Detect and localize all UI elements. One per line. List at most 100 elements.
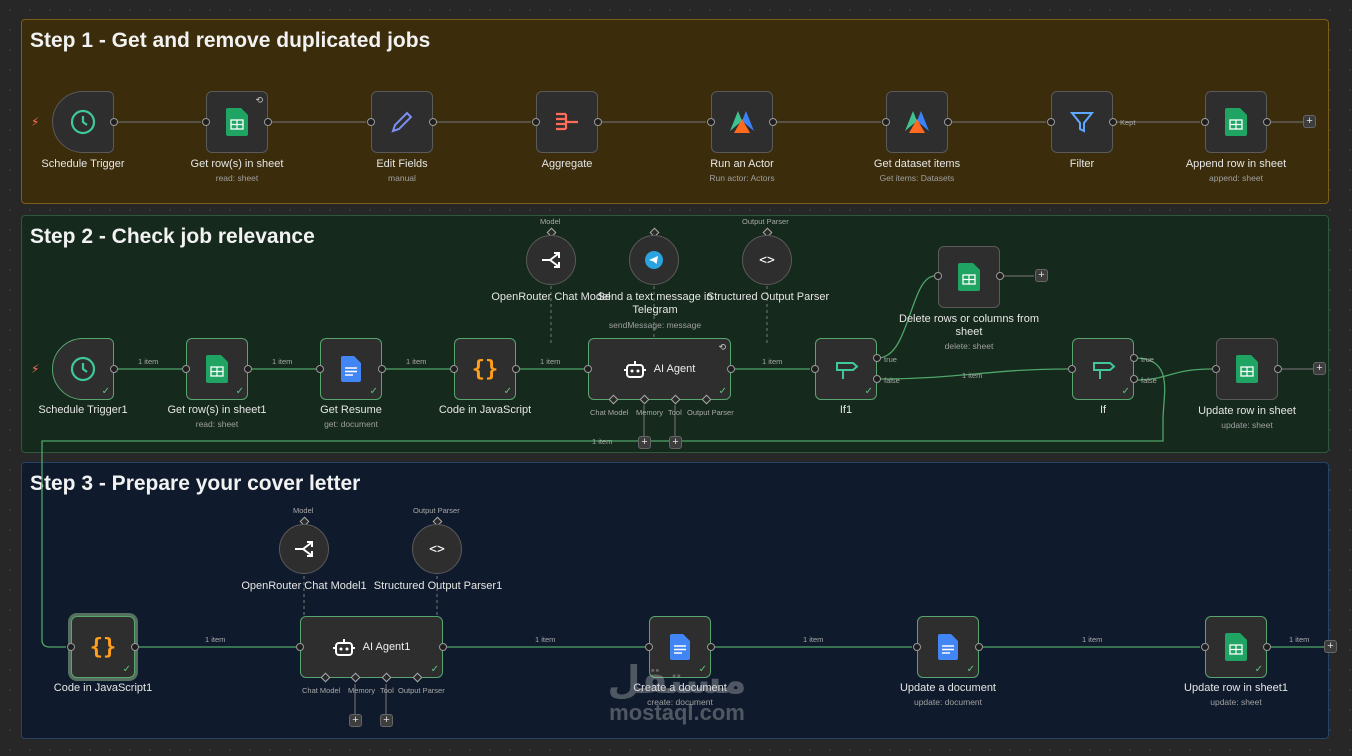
telegram-icon — [645, 251, 663, 269]
node-if[interactable]: ✓ — [1072, 338, 1134, 400]
add-tool-button[interactable]: + — [380, 714, 393, 727]
node-update-row[interactable] — [1216, 338, 1278, 400]
node-openrouter-chat-model1[interactable] — [279, 524, 329, 574]
output-pin[interactable] — [944, 118, 952, 126]
output-pin[interactable] — [707, 643, 715, 651]
node-delete-rows[interactable] — [938, 246, 1000, 308]
add-memory-button[interactable]: + — [349, 714, 362, 727]
node-update-row-sheet1[interactable]: ✓ — [1205, 616, 1267, 678]
node-get-dataset-items[interactable] — [886, 91, 948, 153]
input-pin[interactable] — [811, 365, 819, 373]
node-append-row[interactable] — [1205, 91, 1267, 153]
input-pin[interactable] — [316, 365, 324, 373]
input-pin[interactable] — [707, 118, 715, 126]
input-pin[interactable] — [882, 118, 890, 126]
output-pin[interactable] — [512, 365, 520, 373]
input-pin[interactable] — [1201, 643, 1209, 651]
node-aggregate[interactable] — [536, 91, 598, 153]
input-pin[interactable] — [450, 365, 458, 373]
true-output-pin[interactable] — [873, 354, 881, 362]
step2-title: Step 2 - Check job relevance — [30, 225, 315, 248]
add-tool-button[interactable]: + — [669, 436, 682, 449]
output-pin[interactable] — [975, 643, 983, 651]
input-pin[interactable] — [67, 643, 75, 651]
node-subtitle: update: sheet — [1221, 420, 1273, 430]
output-pin[interactable] — [378, 365, 386, 373]
node-get-rows[interactable]: ⟲ — [206, 91, 268, 153]
add-node-button[interactable]: + — [1324, 640, 1337, 653]
add-memory-button[interactable]: + — [638, 436, 651, 449]
true-output-pin[interactable] — [1130, 354, 1138, 362]
node-schedule-trigger1[interactable]: ✓ — [52, 338, 114, 400]
output-pin[interactable] — [131, 643, 139, 651]
node-if1[interactable]: ✓ — [815, 338, 877, 400]
sticky-note-step3[interactable]: Step 3 - Prepare your cover letter — [21, 462, 1329, 739]
refresh-icon: ⟲ — [255, 95, 263, 105]
trigger-bolt-icon: ⚡ — [31, 362, 40, 376]
output-pin[interactable] — [1109, 118, 1117, 126]
input-pin[interactable] — [296, 643, 304, 651]
output-pin[interactable] — [110, 365, 118, 373]
filter-kept-label: Kept — [1120, 118, 1136, 127]
node-label: Get row(s) in sheet — [190, 158, 284, 170]
output-pin[interactable] — [244, 365, 252, 373]
node-update-document[interactable]: ✓ — [917, 616, 979, 678]
node-subtitle: manual — [388, 173, 416, 183]
node-schedule-trigger[interactable] — [52, 91, 114, 153]
add-node-button[interactable]: + — [1035, 269, 1048, 282]
google-sheets-icon — [1225, 633, 1247, 661]
output-pin[interactable] — [439, 643, 447, 651]
node-label: Delete rows or columns from sheet — [899, 313, 1039, 338]
item-count: 1 item — [1289, 635, 1310, 644]
output-pin[interactable] — [1263, 643, 1271, 651]
add-node-button[interactable]: + — [1313, 362, 1326, 375]
node-structured-output-parser1[interactable]: <> — [412, 524, 462, 574]
input-pin[interactable] — [645, 643, 653, 651]
node-get-resume[interactable]: ✓ — [320, 338, 382, 400]
node-structured-output-parser[interactable]: <> — [742, 235, 792, 285]
node-get-rows1[interactable]: ✓ — [186, 338, 248, 400]
watermark-url: mostaql.com — [609, 700, 745, 725]
node-code-javascript[interactable]: {} ✓ — [454, 338, 516, 400]
output-pin[interactable] — [110, 118, 118, 126]
chat-model-label: Chat Model — [590, 408, 629, 417]
node-edit-fields[interactable] — [371, 91, 433, 153]
item-count: 1 item — [762, 357, 783, 366]
node-ai-agent[interactable]: AI Agent ⟲ ✓ — [588, 338, 731, 400]
node-ai-agent1[interactable]: AI Agent1 ✓ — [300, 616, 443, 678]
input-pin[interactable] — [202, 118, 210, 126]
node-subtitle: Get items: Datasets — [879, 173, 955, 183]
input-pin[interactable] — [182, 365, 190, 373]
output-pin[interactable] — [727, 365, 735, 373]
node-filter[interactable] — [1051, 91, 1113, 153]
output-pin[interactable] — [264, 118, 272, 126]
false-output-pin[interactable] — [873, 375, 881, 383]
node-label: Send a text message in Telegram — [597, 291, 713, 316]
node-code-javascript1[interactable]: {} ✓ — [71, 616, 135, 678]
node-create-document[interactable]: ✓ — [649, 616, 711, 678]
input-pin[interactable] — [913, 643, 921, 651]
input-pin[interactable] — [1047, 118, 1055, 126]
item-count: 1 item — [1082, 635, 1103, 644]
input-pin[interactable] — [584, 365, 592, 373]
item-count: 1 item — [540, 357, 561, 366]
input-pin[interactable] — [1212, 365, 1220, 373]
add-node-button[interactable]: + — [1303, 115, 1316, 128]
code-tag-icon: <> — [759, 252, 775, 268]
false-output-pin[interactable] — [1130, 375, 1138, 383]
node-telegram[interactable] — [629, 235, 679, 285]
input-pin[interactable] — [367, 118, 375, 126]
input-pin[interactable] — [1201, 118, 1209, 126]
output-pin[interactable] — [429, 118, 437, 126]
output-pin[interactable] — [1263, 118, 1271, 126]
output-pin[interactable] — [1274, 365, 1282, 373]
node-label: Get Resume — [320, 404, 382, 416]
input-pin[interactable] — [1068, 365, 1076, 373]
output-pin[interactable] — [594, 118, 602, 126]
input-pin[interactable] — [532, 118, 540, 126]
node-run-actor[interactable] — [711, 91, 773, 153]
output-pin[interactable] — [996, 272, 1004, 280]
output-pin[interactable] — [769, 118, 777, 126]
node-openrouter-chat-model[interactable] — [526, 235, 576, 285]
input-pin[interactable] — [934, 272, 942, 280]
